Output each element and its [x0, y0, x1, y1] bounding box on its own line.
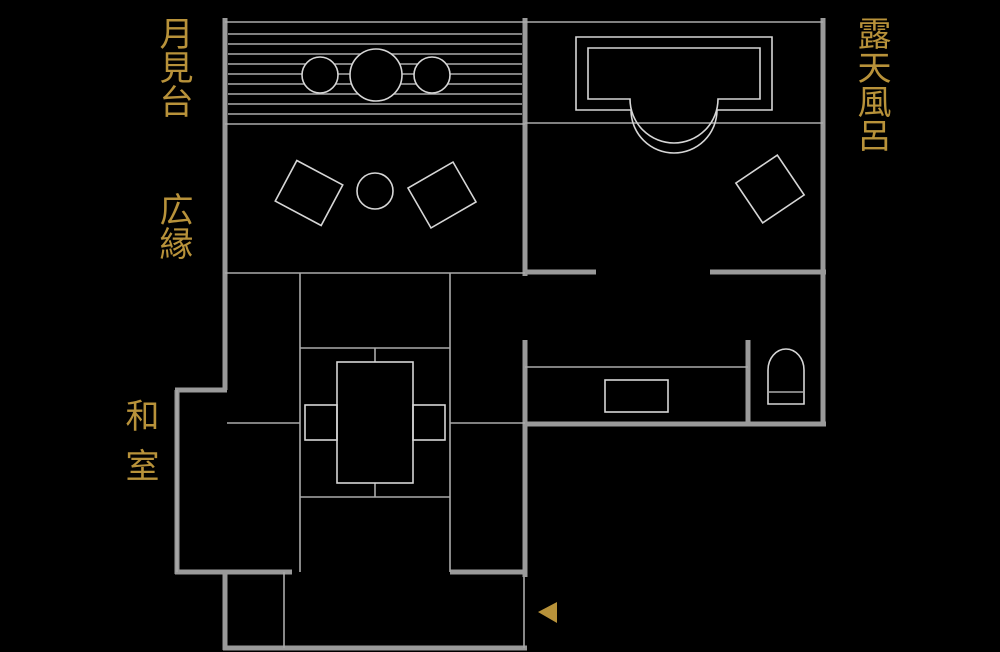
label-tsukimidai: 月見台	[153, 16, 193, 118]
label-rotenburo: 露天風呂	[851, 16, 891, 152]
tsukimidai-deck	[225, 21, 525, 125]
deck-chair-left	[301, 56, 339, 94]
zabuton-left	[304, 404, 338, 441]
veranda-table	[356, 172, 394, 210]
washroom	[525, 348, 805, 413]
bathtub-inner	[587, 47, 761, 144]
washitsu-room	[176, 273, 525, 572]
veranda-chair-right	[406, 160, 478, 230]
zabuton-right	[412, 404, 446, 441]
deck-chair-right	[413, 56, 451, 94]
hiroen-veranda	[225, 159, 525, 274]
deck-table	[349, 48, 403, 102]
low-table	[336, 361, 414, 484]
entrance-area	[283, 572, 557, 648]
washbasin	[604, 379, 669, 413]
bath-chair	[734, 154, 806, 224]
bathtub-outer	[575, 36, 773, 154]
rotenburo-bath	[525, 21, 823, 224]
label-hiroen: 広縁	[153, 192, 193, 260]
outer-walls	[174, 18, 826, 651]
veranda-chair-left	[274, 159, 344, 227]
toilet-icon	[767, 348, 805, 405]
label-washitsu: 和室	[119, 398, 159, 498]
triangle-left-icon	[538, 602, 557, 623]
